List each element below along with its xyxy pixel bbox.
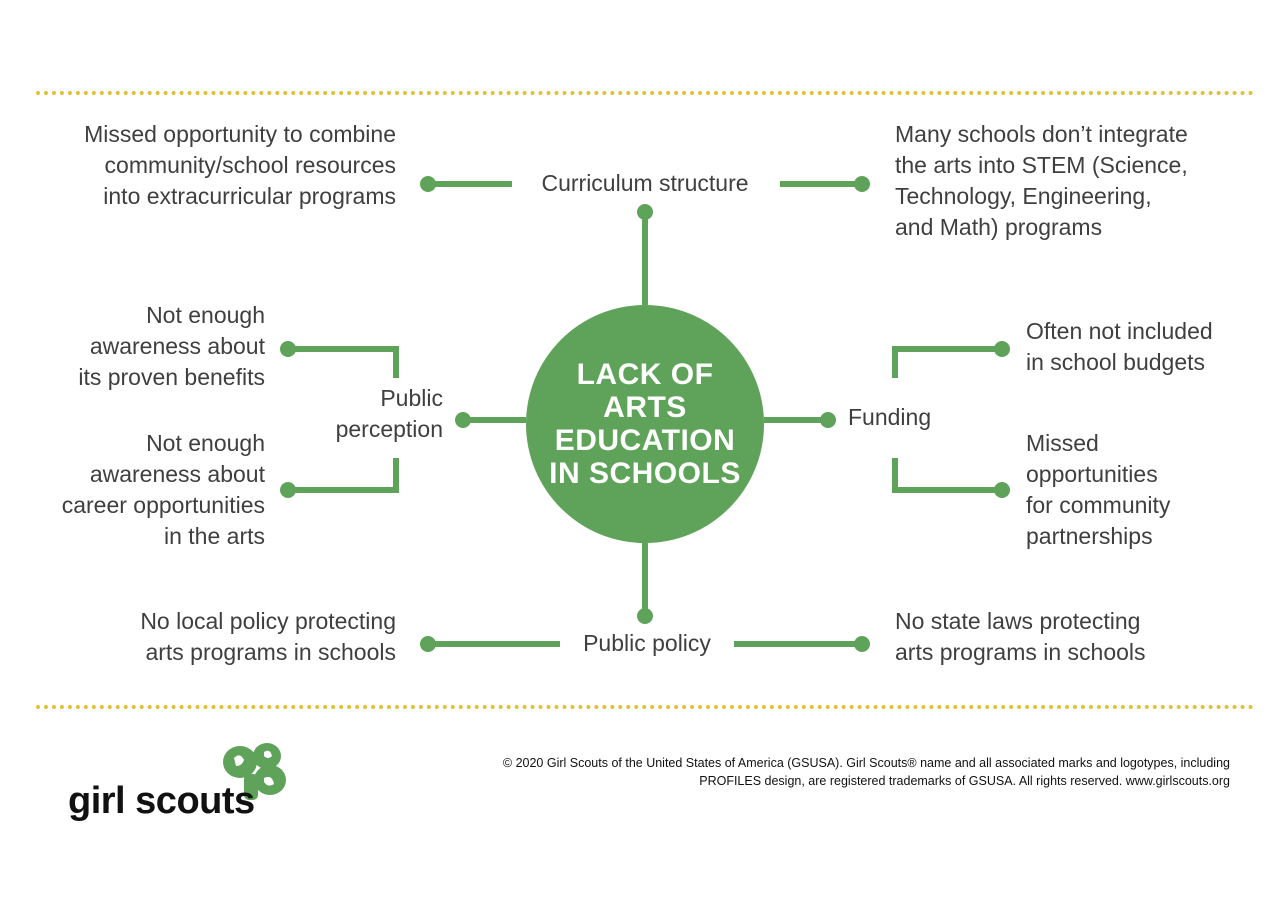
node-dot [420,176,436,192]
node-dot [280,341,296,357]
copyright-notice: © 2020 Girl Scouts of the United States … [502,756,1230,788]
curriculum-right-text: Many schools don’t integrate the arts in… [895,121,1188,240]
trefoil-logo-icon [223,743,286,800]
node-dot [280,482,296,498]
funding-label: Funding [848,404,932,430]
perception-top-text: Not enough awareness about its proven be… [78,302,265,390]
node-dot [637,204,653,220]
node-dot [420,636,436,652]
funding-bottom-text: Missed opportunities for community partn… [1026,430,1171,549]
policy-right-text: No state laws protecting arts programs i… [895,608,1146,665]
curriculum-label: Curriculum structure [541,170,749,196]
perception-bottom-text: Not enough awareness about career opport… [61,430,265,549]
perception-top-connector [288,346,399,378]
central-topic-title: LACK OF ARTS EDUCATION IN SCHOOLS [549,358,741,490]
bottom-dotted-rule [36,705,1254,709]
node-dot [994,482,1010,498]
funding-bottom-connector [892,458,1002,493]
node-dot [854,636,870,652]
central-topic-circle: LACK OF ARTS EDUCATION IN SCHOOLS [526,305,764,543]
funding-top-connector [892,346,1002,378]
node-dot [994,341,1010,357]
perception-label: Public perception [335,385,443,442]
girl-scouts-logo-text: girl scouts [68,780,255,822]
node-dot [820,412,836,428]
curriculum-left-text: Missed opportunity to combine community/… [84,121,396,209]
funding-top-text: Often not included in school budgets [1026,318,1213,375]
node-dot [637,608,653,624]
node-dot [455,412,471,428]
policy-left-text: No local policy protecting arts programs… [140,608,396,665]
perception-bottom-connector [288,458,399,493]
top-dotted-rule [36,91,1254,95]
policy-label: Public policy [583,630,711,656]
node-dot [854,176,870,192]
